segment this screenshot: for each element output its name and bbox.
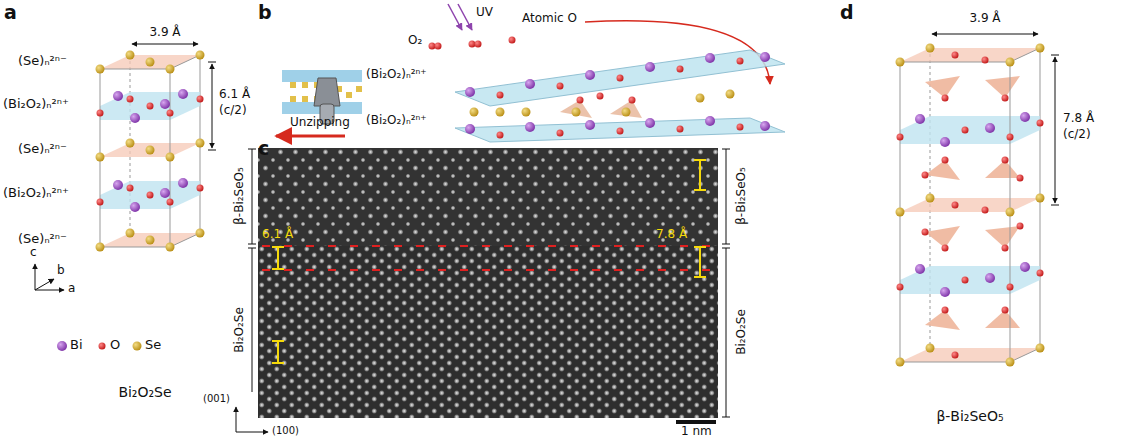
label: O₂	[408, 34, 422, 48]
label: Bi	[70, 338, 83, 353]
label: 7.8 Å	[656, 228, 687, 242]
label: Unzipping	[290, 116, 350, 130]
label: 1 nm	[681, 425, 712, 439]
label: (c/2)	[1063, 128, 1091, 142]
label: β-Bi₂SeO₅	[936, 408, 1003, 424]
label: b	[57, 264, 65, 278]
label: (Bi₂O₂)ₙ²ⁿ⁺	[3, 97, 69, 112]
label: 6.1 Å	[219, 88, 250, 102]
label: Bi₂O₂Se	[735, 309, 749, 355]
label: β-Bi₂SeO₅	[735, 167, 749, 225]
label: 7.8 Å	[1063, 112, 1094, 126]
label: β-Bi₂SeO₅	[233, 167, 247, 225]
label: (Bi₂O₂)ₙ²ⁿ⁺	[366, 68, 427, 82]
label: Atomic O	[522, 12, 577, 26]
label: Bi₂O₂Se	[118, 384, 171, 400]
panel-letter: a	[4, 2, 17, 24]
label: (Bi₂O₂)ₙ²ⁿ⁺	[366, 114, 427, 128]
label: (100)	[272, 425, 299, 437]
label: a	[68, 282, 75, 296]
panel-letter: d	[840, 2, 854, 24]
unzipping-scheme	[276, 4, 785, 142]
label: 3.9 Å	[969, 12, 1000, 26]
panel-letter: c	[258, 138, 269, 160]
label: (Se)ₙ²ⁿ⁻	[18, 142, 67, 157]
label: Se	[145, 338, 161, 353]
label: (Se)ₙ²ⁿ⁻	[18, 54, 67, 69]
label: O	[110, 338, 120, 353]
label: (Se)ₙ²ⁿ⁻	[18, 232, 67, 247]
label: Bi₂O₂Se	[233, 307, 247, 353]
label: 6.1 Å	[262, 228, 293, 242]
panel-letter: b	[258, 2, 272, 24]
stem-image	[236, 148, 730, 432]
label: UV	[476, 6, 493, 20]
beta-bi2seo5-crystal	[896, 34, 1060, 367]
label: 3.9 Å	[149, 26, 180, 40]
label: (001)	[203, 393, 230, 405]
label: (c/2)	[219, 104, 247, 118]
label: c	[30, 246, 37, 260]
label: (Bi₂O₂)ₙ²ⁿ⁺	[3, 186, 69, 201]
